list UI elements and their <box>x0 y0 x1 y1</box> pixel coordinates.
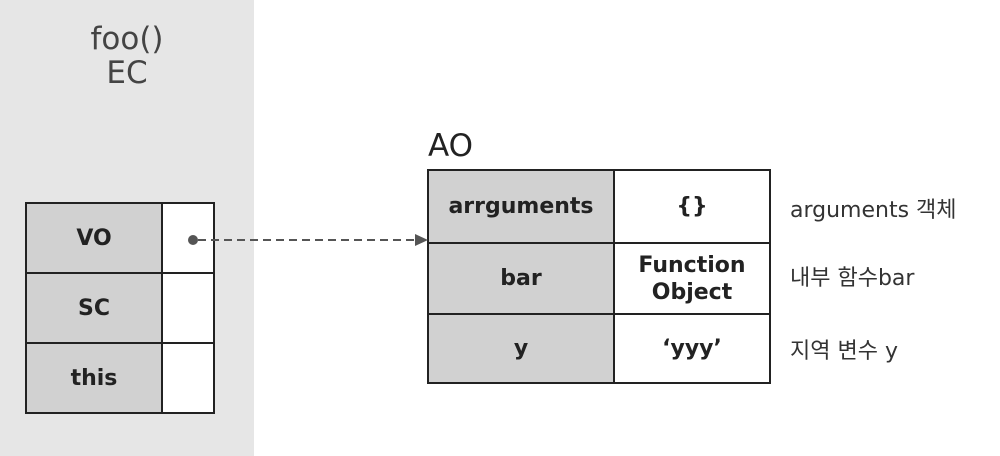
ao-row-arguments: arrguments {} <box>427 169 771 244</box>
ec-row-vo: VO <box>25 202 215 274</box>
ec-key-vo: VO <box>25 202 163 274</box>
ec-title-function: foo() <box>90 21 164 57</box>
ao-key-arguments: arrguments <box>427 169 615 244</box>
ao-value-y: ‘yyy’ <box>613 313 771 384</box>
ao-value-arguments: {} <box>613 169 771 244</box>
note-bar: 내부 함수bar <box>790 266 915 291</box>
ao-value-bar-line2: Object <box>651 279 733 305</box>
activation-object-table: arrguments {} bar Function Object y ‘yyy… <box>427 169 771 384</box>
ec-key-sc: SC <box>25 272 163 344</box>
execution-context-title: foo() EC <box>0 22 254 90</box>
ec-row-this: this <box>25 342 215 414</box>
ec-title-label: EC <box>106 55 148 91</box>
ec-value-this <box>161 342 215 414</box>
ec-row-sc: SC <box>25 272 215 344</box>
arrow-head-icon <box>415 234 428 246</box>
ao-key-bar: bar <box>427 242 615 315</box>
ao-key-y: y <box>427 313 615 384</box>
ec-value-vo-pointer <box>161 202 215 274</box>
execution-context-panel: foo() EC VO SC this <box>0 0 254 456</box>
ec-value-sc <box>161 272 215 344</box>
arrow-start-dot <box>188 235 198 245</box>
activation-object-title: AO <box>428 128 474 164</box>
ao-row-bar: bar Function Object <box>427 242 771 315</box>
note-y: 지역 변수 y <box>790 339 898 364</box>
ao-value-bar: Function Object <box>613 242 771 315</box>
ao-value-bar-line1: Function <box>638 252 746 278</box>
ec-key-this: this <box>25 342 163 414</box>
ao-row-y: y ‘yyy’ <box>427 313 771 384</box>
execution-context-table: VO SC this <box>25 202 215 414</box>
note-arguments: arguments 객체 <box>790 198 957 223</box>
